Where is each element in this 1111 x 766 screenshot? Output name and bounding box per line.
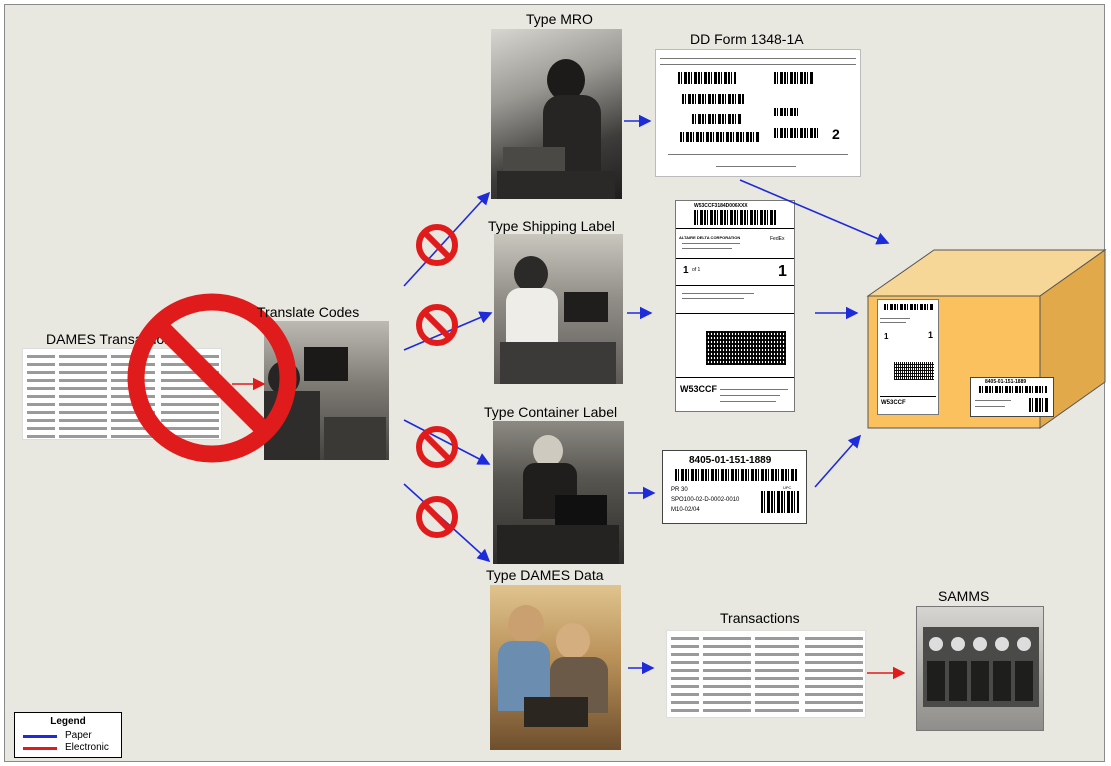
transaction-row [671, 635, 863, 642]
prohibited-icon [416, 304, 458, 346]
samms-label: SAMMS [938, 588, 990, 604]
shipping-priority: 1 [778, 263, 787, 280]
transaction-row [671, 675, 863, 682]
prohibited-ring [127, 293, 297, 463]
transaction-row [671, 651, 863, 658]
prohibited-ring [416, 304, 458, 346]
dd-form-page-number: 2 [832, 126, 840, 142]
shipping-piece-number: 1 [683, 265, 689, 276]
barcode-icon [692, 114, 742, 124]
container-contract: SPO100-02-D-0002-0010 [671, 497, 740, 503]
transactions-label: Transactions [720, 610, 800, 626]
barcode-icon [675, 469, 797, 481]
legend-item-electronic: Electronic [23, 742, 113, 754]
prohibited-slash [422, 230, 452, 260]
legend-electronic-swatch [23, 747, 57, 750]
type-shipping-label-label: Type Shipping Label [488, 218, 615, 234]
barcode-icon [774, 128, 818, 138]
container-nsn: 8405-01-151-1889 [689, 455, 772, 466]
shipping-piece-total: of 1 [692, 267, 701, 273]
transaction-row [27, 425, 219, 432]
box-2d-barcode [894, 362, 934, 380]
shipping-tcn: W53CCF3184D006XXX [694, 203, 748, 209]
prohibited-icon [127, 293, 297, 463]
container-pr: PR 30 [671, 487, 688, 493]
transaction-row [671, 707, 863, 714]
prohibited-slash [422, 432, 452, 462]
arrow-icon [403, 191, 491, 287]
prohibited-slash [422, 310, 452, 340]
dd-form-1348-1a-document: 2 [655, 49, 861, 177]
transaction-row [671, 659, 863, 666]
type-dames-data-label: Type DAMES Data [486, 567, 604, 583]
container-date: M10-02/04 [671, 507, 700, 513]
typist-photo-dames [490, 585, 621, 750]
legend: Legend Paper Electronic [14, 712, 122, 758]
typist-photo-mro [491, 29, 622, 199]
barcode-icon [694, 210, 776, 225]
transaction-row [27, 433, 219, 439]
shipping-2d-barcode [706, 331, 786, 365]
typist-photo-container [493, 421, 624, 564]
prohibited-ring [416, 224, 458, 266]
transaction-row [671, 691, 863, 698]
legend-title: Legend [50, 716, 86, 727]
legend-paper-swatch [23, 735, 57, 738]
dd-form-label: DD Form 1348-1A [690, 31, 804, 47]
legend-electronic-label: Electronic [65, 742, 109, 753]
typist-photo-shipping [494, 234, 623, 384]
barcode-icon [774, 108, 800, 116]
transaction-row [671, 667, 863, 674]
prohibited-ring [416, 496, 458, 538]
type-container-label-label: Type Container Label [484, 404, 618, 420]
shipping-footer-code: W53CCF [680, 384, 718, 394]
transaction-row [27, 417, 219, 424]
barcode-icon [884, 304, 934, 310]
shipping-service: FedEx [770, 236, 785, 242]
prohibited-ring [416, 426, 458, 468]
barcode-icon [774, 72, 814, 84]
prohibited-slash [422, 502, 452, 532]
barcode-icon [1029, 398, 1049, 412]
arrow-icon [739, 179, 890, 245]
legend-paper-label: Paper [65, 730, 92, 741]
prohibited-slash [152, 318, 272, 438]
arrow-icon [403, 419, 491, 465]
barcode-icon [682, 94, 744, 104]
barcode-icon [761, 491, 799, 513]
transaction-row [671, 683, 863, 690]
transaction-row [671, 699, 863, 706]
transactions-document [666, 630, 866, 718]
shipping-company: ALTAIRE DELTA CORPORATION [679, 235, 741, 240]
box-container-label: 8405-01-151-1889 [970, 377, 1054, 417]
translate-codes-label: Translate Codes [257, 304, 360, 320]
container-label-document: 8405-01-151-1889 PR 30 SPO100-02-D-0002-… [662, 450, 807, 524]
arrow-icon [814, 434, 862, 488]
barcode-icon [979, 386, 1047, 393]
barcode-icon [678, 72, 736, 84]
legend-item-paper: Paper [23, 730, 113, 742]
prohibited-icon [416, 224, 458, 266]
type-mro-label: Type MRO [526, 11, 593, 27]
barcode-icon [680, 132, 760, 142]
box-shipping-label: 1 1 W53CCF [877, 299, 939, 415]
container-upc: UPC [783, 485, 792, 490]
transaction-row [27, 409, 219, 416]
box-label-nsn: 8405-01-151-1889 [985, 379, 1027, 385]
transaction-row [671, 643, 863, 650]
prohibited-icon [416, 426, 458, 468]
prohibited-icon [416, 496, 458, 538]
samms-computer-photo [916, 606, 1044, 731]
shipping-label-document: W53CCF3184D006XXX ALTAIRE DELTA CORPORAT… [675, 200, 795, 412]
